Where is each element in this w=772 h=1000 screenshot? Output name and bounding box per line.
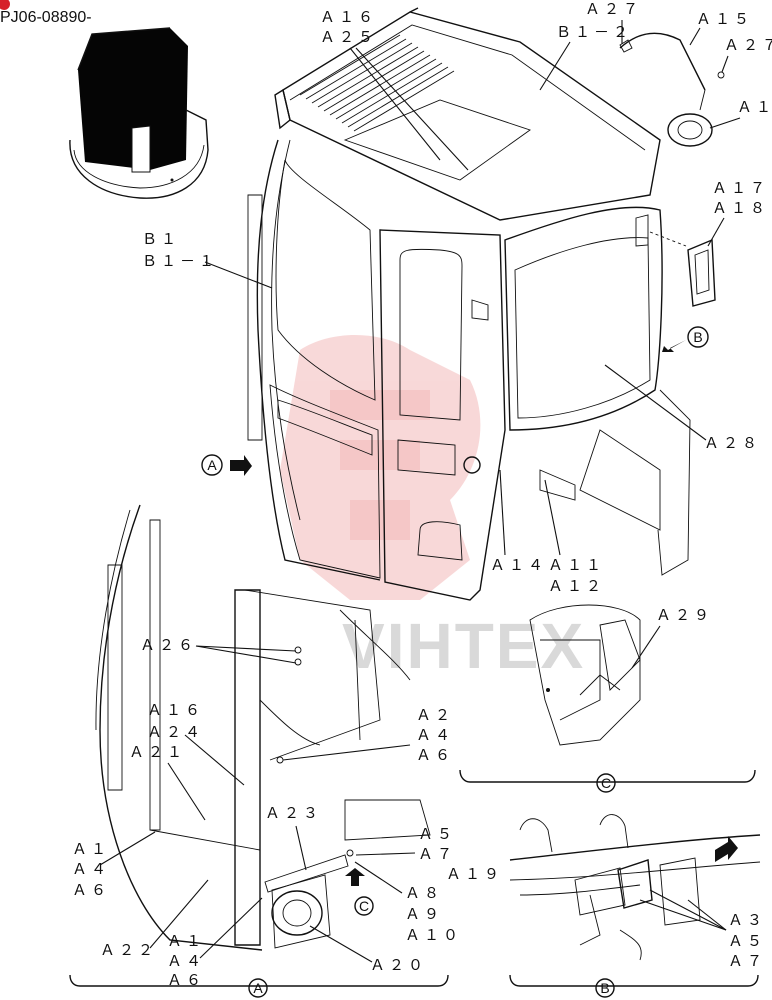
label-a6-left: Ａ６ (72, 881, 110, 899)
label-a18: Ａ１８ (712, 199, 769, 217)
label-b1: Ｂ１ (142, 230, 180, 248)
label-a9: Ａ９ (405, 905, 443, 923)
label-a16: Ａ１６ (320, 8, 377, 26)
watermark-logo (280, 335, 481, 600)
label-a20: Ａ２０ (370, 956, 427, 974)
label-a28: Ａ２８ (704, 434, 761, 452)
section-a-label: A (253, 980, 263, 996)
label-a4-bottom: Ａ４ (167, 952, 205, 970)
label-a26: Ａ２６ (140, 636, 197, 654)
label-a14: Ａ１４ (490, 556, 547, 574)
arrow-b-icon (662, 340, 686, 352)
label-a5-b: Ａ５ (728, 932, 766, 950)
callout-c-label: C (359, 898, 369, 914)
label-a11: Ａ１１ (548, 556, 605, 574)
label-a1-right: Ａ１ (737, 98, 772, 116)
diagram-code: PJ06-08890- (0, 9, 92, 26)
watermark-text: VIHTEX (342, 610, 585, 682)
label-a25: Ａ２５ (320, 28, 377, 46)
label-a1-bottom: Ａ１ (167, 932, 205, 950)
label-a29: Ａ２９ (656, 606, 713, 624)
label-a27-right: Ａ２７ (724, 36, 772, 54)
section-c-circle (596, 773, 616, 793)
arrow-c-icon (345, 868, 365, 886)
label-a3: Ａ３ (728, 911, 766, 929)
callout-a-circle (201, 454, 223, 476)
label-a10: Ａ１０ (405, 926, 462, 944)
section-a-circle (248, 978, 268, 998)
callout-c-circle (354, 896, 374, 916)
label-a4-left: Ａ４ (72, 860, 110, 878)
callout-b-circle (687, 326, 709, 348)
label-a1-left: Ａ１ (72, 840, 110, 858)
label-a7-detail: Ａ７ (418, 845, 456, 863)
label-a7-b: Ａ７ (728, 952, 766, 970)
label-a5-detail: Ａ５ (418, 825, 456, 843)
label-a2: Ａ２ (416, 706, 454, 724)
cab-thumbnail (69, 27, 209, 199)
label-a6-bottom: Ａ６ (167, 971, 205, 989)
label-a21: Ａ２１ (129, 743, 186, 761)
red-marker-icon (0, 0, 10, 10)
label-a24: Ａ２４ (147, 723, 204, 741)
detail-c-view (459, 604, 756, 783)
arrow-a-icon (230, 455, 252, 476)
callout-b-label: B (693, 329, 702, 345)
label-a16-detail: Ａ１６ (147, 701, 204, 719)
section-b-label: B (600, 980, 609, 996)
label-a4-detail: Ａ４ (416, 726, 454, 744)
label-a8: Ａ８ (405, 884, 443, 902)
label-b1-1: Ｂ１－１ (142, 252, 218, 270)
cab-assembly (247, 7, 725, 601)
detail-b-view (509, 814, 761, 987)
label-a19: Ａ１９ (446, 865, 503, 883)
label-a12: Ａ１２ (548, 577, 605, 595)
section-c-label: C (601, 775, 611, 791)
label-a17: Ａ１７ (712, 179, 769, 197)
label-a22: Ａ２２ (100, 941, 157, 959)
label-b1-2: Ｂ１－２ (556, 23, 632, 41)
arrow-b-detail-icon (715, 836, 738, 862)
detail-a-view (69, 504, 449, 987)
label-a6-detail: Ａ６ (416, 746, 454, 764)
label-a23: Ａ２３ (265, 804, 322, 822)
section-b-circle (595, 978, 615, 998)
callout-a-label: A (207, 457, 217, 473)
label-a15: Ａ１５ (696, 10, 753, 28)
label-a27-top: Ａ２７ (585, 0, 642, 18)
